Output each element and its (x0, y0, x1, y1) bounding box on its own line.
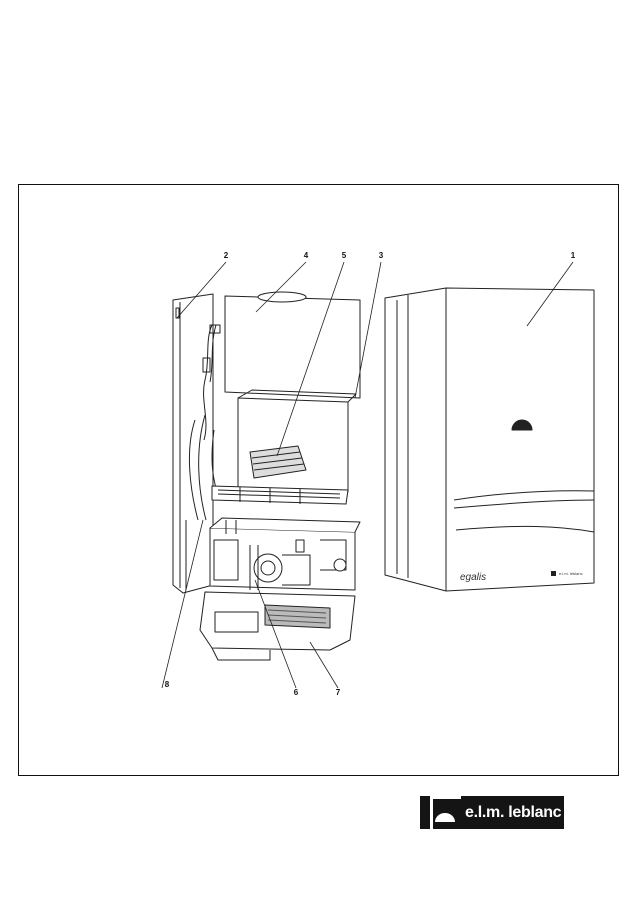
callout-7: 7 (335, 688, 341, 697)
brand-logo-mark-icon (420, 796, 461, 829)
callout-leader-lines (161, 261, 574, 689)
casing-brand-label: e.l.m. leblanc (559, 571, 583, 576)
callout-2: 2 (223, 251, 229, 260)
callout-4: 4 (303, 251, 309, 260)
brand-logo: e.l.m. leblanc (420, 796, 565, 829)
callout-5: 5 (341, 251, 347, 260)
brand-name: e.l.m. leblanc (461, 796, 565, 829)
callout-1: 1 (570, 251, 576, 260)
boiler-casing-illustration (384, 287, 595, 592)
callout-3: 3 (378, 251, 384, 260)
casing-product-name: egalis (460, 572, 487, 583)
figure-frame (18, 184, 619, 776)
open-boiler-illustration (172, 291, 361, 661)
callout-8: 8 (164, 680, 170, 689)
callout-6: 6 (293, 688, 299, 697)
